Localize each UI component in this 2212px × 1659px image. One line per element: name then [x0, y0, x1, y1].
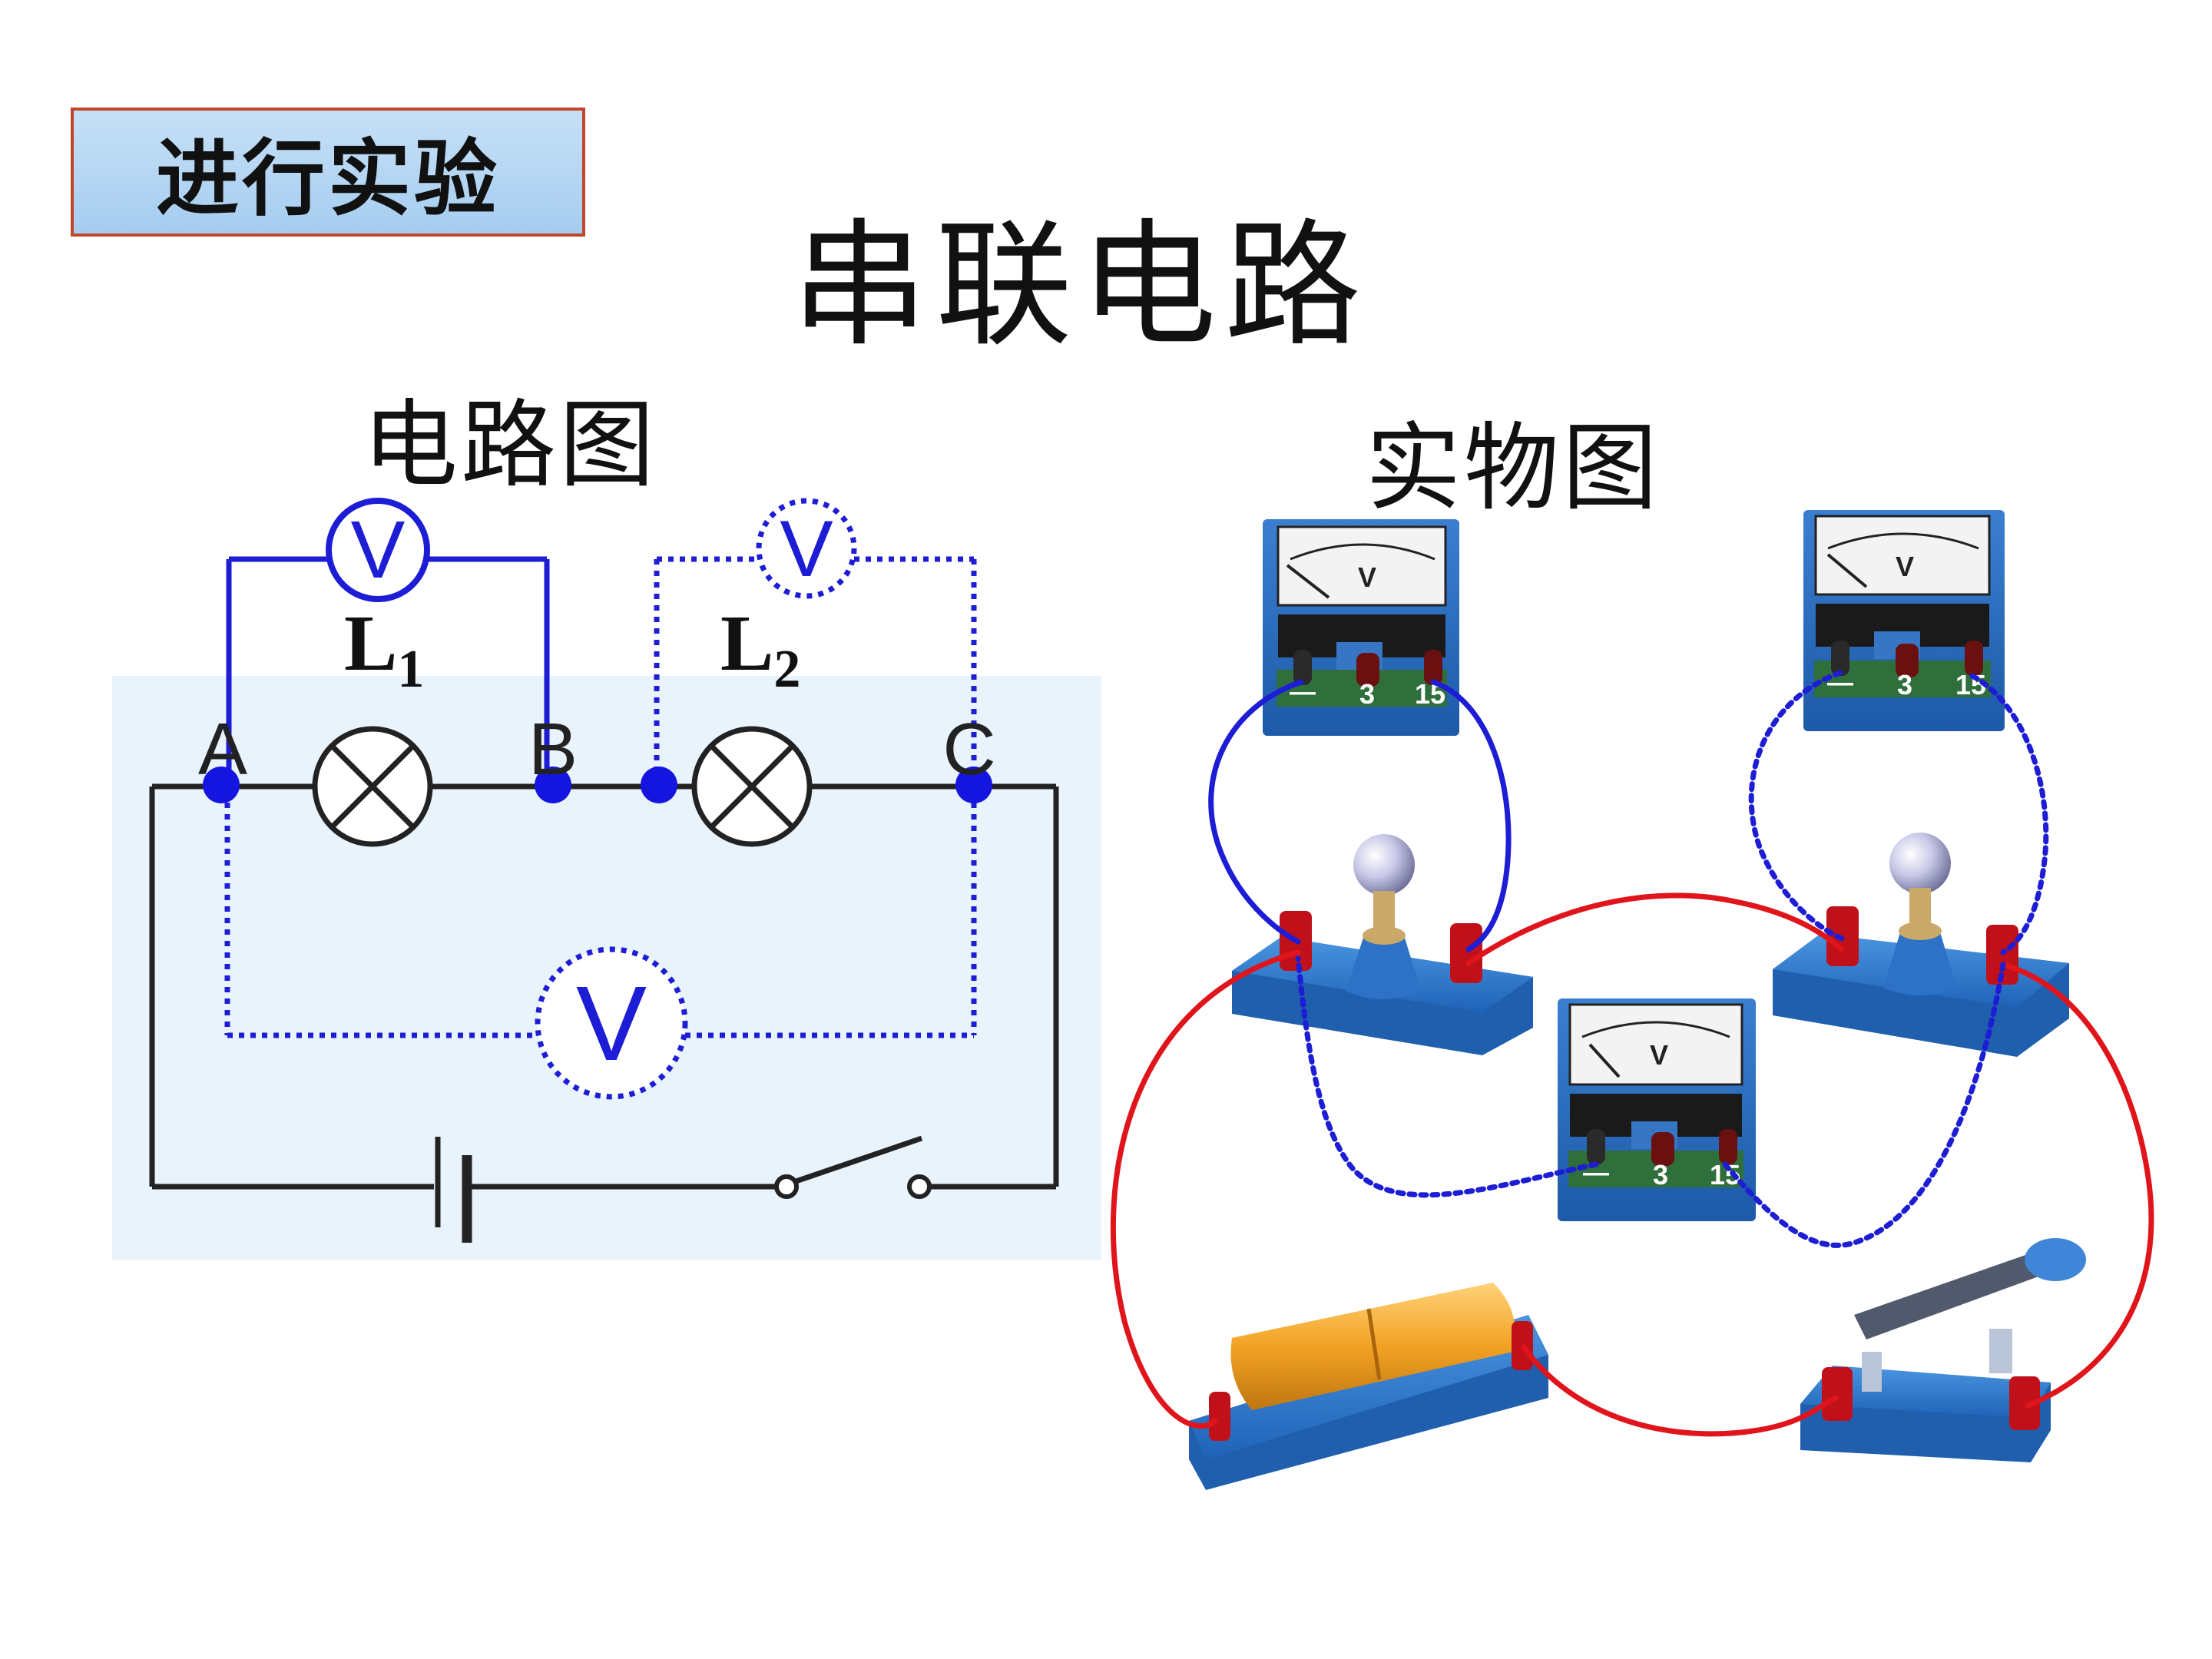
node-a-dot — [203, 767, 240, 803]
voltmeter-l1-symbol — [326, 498, 430, 602]
experiment-badge: 进行实验 — [71, 108, 585, 237]
switch-contact-left — [774, 1174, 799, 1199]
meter-2-terminal-3: 3 — [1897, 669, 1912, 700]
voltmeter-ac-letter: V — [576, 965, 647, 1083]
battery-holder — [1189, 1283, 1548, 1490]
physical-heading: 实物图 — [1366, 413, 1661, 524]
node-mid-dot — [641, 767, 677, 803]
main-circuit-loop — [149, 783, 1059, 1190]
voltmeter-l1-letter: V — [351, 505, 406, 595]
meter-3-terminal-3: 3 — [1653, 1159, 1668, 1190]
page-title: 串联电路 — [791, 206, 1369, 365]
meter-2-leads — [1748, 670, 2049, 955]
voltmeter-3: V — 3 15 — [1558, 998, 1756, 1221]
voltmeter-ac-wire — [224, 791, 977, 1038]
lamp-l1-label: L1 — [344, 599, 424, 699]
node-label-b: B — [528, 708, 578, 790]
meter-1-terminal-3: 3 — [1359, 678, 1375, 710]
lamp-holder-1 — [1232, 834, 1533, 1055]
voltmeter-l1-wire — [226, 556, 550, 785]
meter-3-leads — [1295, 955, 2006, 1248]
node-c-dot — [955, 767, 992, 803]
node-label-c: C — [942, 708, 995, 790]
meter-1-leads — [1208, 679, 1512, 952]
meter-3-face: V — [1650, 1039, 1668, 1071]
badge-label: 进行实验 — [155, 131, 500, 227]
voltmeter-ac-symbol — [535, 946, 688, 1100]
voltmeter-l2-wire — [654, 556, 977, 783]
lamp-l1-symbol — [312, 726, 433, 847]
knife-switch — [1800, 1238, 2086, 1462]
voltmeter-l2-symbol — [756, 498, 857, 599]
node-b-dot — [535, 767, 571, 803]
meter-1-face: V — [1358, 561, 1376, 593]
schematic-heading: 电路图 — [363, 390, 658, 501]
voltmeter-1: V — 3 15 — [1263, 519, 1459, 736]
battery-symbol — [435, 1137, 472, 1243]
voltmeter-l2-letter: V — [780, 505, 833, 594]
lamp-holder-2 — [1773, 833, 2069, 1057]
node-label-a: A — [198, 708, 247, 790]
series-wires — [1110, 892, 2154, 1437]
lamp-l2-symbol — [691, 726, 813, 847]
lamp-l2-label: L2 — [720, 599, 800, 699]
meter-2-face: V — [1896, 551, 1914, 582]
voltmeter-2: V — 3 15 — [1803, 510, 2005, 731]
switch-contact-right — [907, 1174, 932, 1199]
